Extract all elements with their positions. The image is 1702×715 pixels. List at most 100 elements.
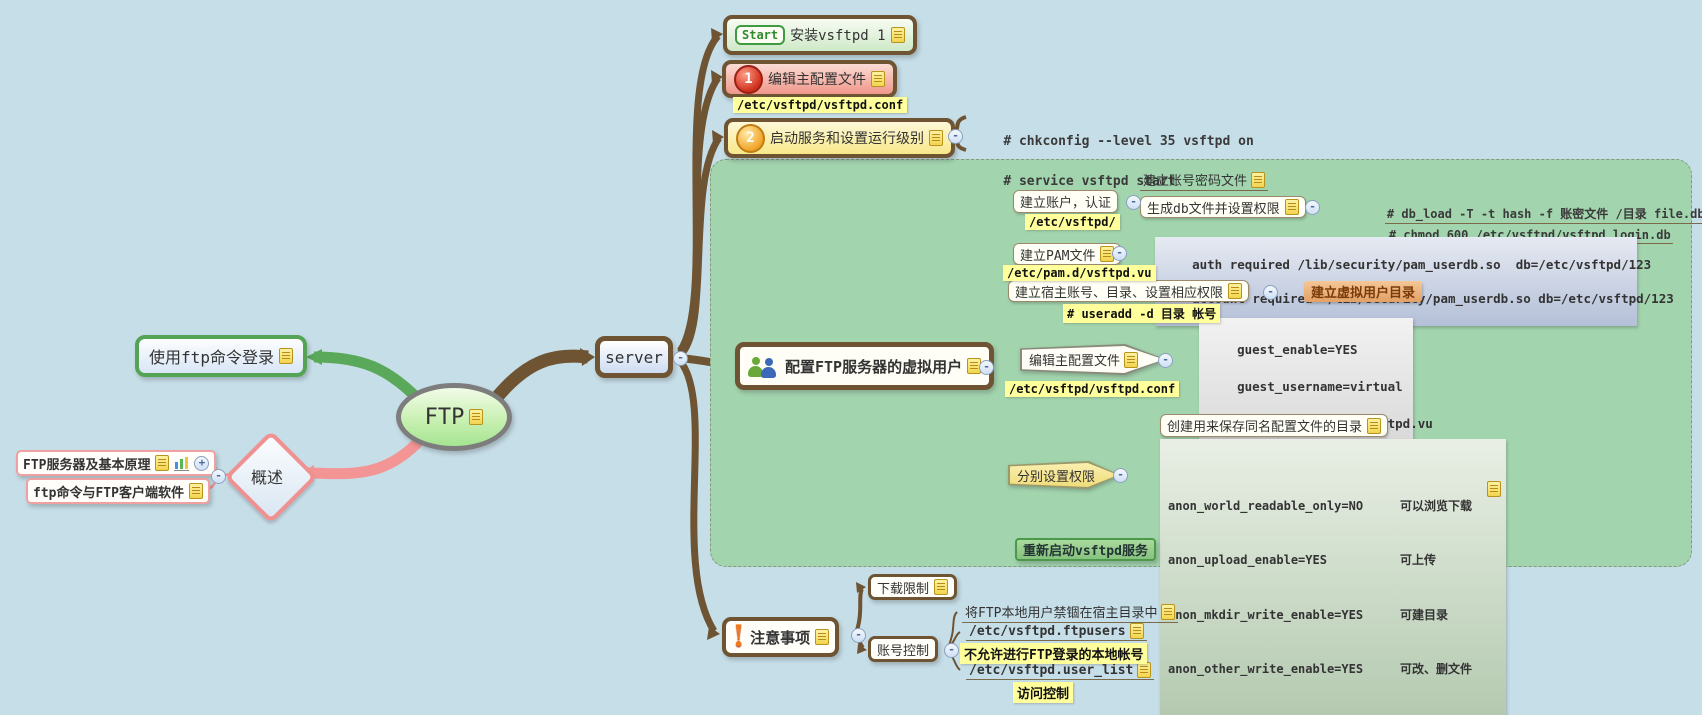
step-1-badge: 1: [734, 64, 763, 94]
chroot-note-label: 将FTP本地用户禁锢在宿主目录中: [965, 606, 1158, 621]
note-icon[interactable]: [1129, 623, 1144, 639]
collapse-toggle[interactable]: -: [1112, 246, 1127, 261]
pam-path-label: /etc/pam.d/vsftpd.vu: [1003, 265, 1156, 281]
install-label: 安装vsftpd 1: [790, 28, 886, 44]
edit-main-label: 编辑主配置文件: [1029, 354, 1121, 369]
root-node-ftp[interactable]: FTP: [396, 383, 512, 451]
collapse-toggle[interactable]: -: [944, 643, 959, 658]
edit-main-path-label: /etc/vsftpd/vsftpd.conf: [1005, 381, 1180, 397]
collapse-toggle[interactable]: -: [979, 360, 994, 375]
config-line: guest_username=virtual: [1237, 378, 1403, 394]
account-node[interactable]: 建立账户，认证: [1013, 190, 1119, 213]
download-limit-node[interactable]: 下载限制: [868, 574, 958, 600]
password-file-label: 建立账号密码文件: [1143, 174, 1248, 189]
permissions-node[interactable]: 分别设置权限: [1008, 461, 1120, 489]
expand-toggle[interactable]: +: [194, 455, 210, 471]
collapse-toggle[interactable]: -: [673, 351, 688, 366]
collapse-toggle[interactable]: -: [851, 628, 866, 643]
edit-step-label: 编辑主配置文件: [768, 72, 866, 88]
collapse-toggle[interactable]: -: [1126, 195, 1141, 210]
note-icon[interactable]: [1161, 603, 1176, 620]
dbload-command: # db_load -T -t hash -f 账密文件 /目录 file.db: [1356, 191, 1702, 238]
edit-main-node[interactable]: 编辑主配置文件: [1020, 344, 1166, 375]
ftpusers-node[interactable]: /etc/vsftpd.ftpusers: [966, 623, 1147, 641]
password-file-node[interactable]: 建立账号密码文件: [1140, 170, 1269, 191]
permissions-label: 分别设置权限: [1017, 469, 1096, 485]
collapse-toggle[interactable]: -: [211, 469, 226, 484]
restart-label: 重新启动vsftpd服务: [1023, 544, 1148, 559]
note-icon[interactable]: [469, 409, 484, 425]
note-icon[interactable]: [188, 483, 203, 499]
virtual-user-node[interactable]: 配置FTP服务器的虚拟用户: [735, 342, 995, 390]
config-line: guest_enable=YES: [1237, 341, 1358, 357]
edit-step-node[interactable]: 1 编辑主配置文件: [722, 60, 897, 98]
account-control-node[interactable]: 账号控制: [868, 636, 939, 662]
pam-config-line: auth required /lib/security/pam_userdb.s…: [1192, 257, 1652, 272]
note-icon[interactable]: [1487, 481, 1501, 497]
same-name-dir-node[interactable]: 创建用来保存同名配置文件的目录: [1160, 414, 1389, 437]
download-limit-label: 下载限制: [877, 581, 930, 597]
ftpcmd-node[interactable]: ftp命令与FTP客户端软件: [26, 478, 210, 504]
edit-step-path-label: /etc/vsftpd/vsftpd.conf: [733, 97, 908, 113]
note-icon[interactable]: [1367, 417, 1382, 434]
basics-label: FTP服务器及基本原理: [23, 457, 151, 473]
note-icon[interactable]: [1284, 199, 1299, 215]
ftpcmd-label: ftp命令与FTP客户端软件: [33, 485, 184, 501]
note-icon[interactable]: [1124, 351, 1139, 368]
note-icon[interactable]: [934, 579, 949, 595]
virtual-dir-label: 建立虚拟用户目录: [1311, 286, 1416, 301]
service-commands: # chkconfig --level 35 vsftpd on # servi…: [972, 112, 1253, 212]
host-account-label: 建立宿主账号、目录、设置相应权限: [1015, 285, 1224, 301]
collapse-toggle[interactable]: -: [1113, 468, 1128, 483]
exclamation-icon: !: [732, 619, 746, 654]
command-line: # db_load -T -t hash -f 账密文件 /目录 file.db: [1384, 205, 1702, 224]
main-branches: [300, 28, 967, 640]
server-node[interactable]: server: [595, 336, 673, 378]
chroot-note-node[interactable]: 将FTP本地用户禁锢在宿主目录中: [962, 602, 1179, 623]
note-icon[interactable]: [871, 71, 885, 87]
notes-node[interactable]: ! 注意事项: [722, 617, 840, 657]
collapse-toggle[interactable]: -: [1305, 200, 1320, 215]
note-icon[interactable]: [1228, 283, 1243, 299]
note-icon[interactable]: [890, 27, 905, 43]
note-icon[interactable]: [155, 455, 170, 471]
userlist-label: /etc/vsftpd.user_list: [969, 662, 1134, 678]
step-2-badge: 2: [736, 123, 765, 153]
collapse-toggle[interactable]: -: [1263, 285, 1278, 300]
note-icon[interactable]: [278, 348, 293, 364]
userlist-node[interactable]: /etc/vsftpd.user_list: [966, 662, 1155, 680]
note-icon[interactable]: [1137, 662, 1152, 678]
pam-label: 建立PAM文件: [1020, 248, 1096, 264]
note-icon[interactable]: [1251, 171, 1266, 188]
notes-label: 注意事项: [750, 628, 811, 647]
collapse-toggle[interactable]: -: [948, 129, 963, 144]
ftpusers-desc-label: 不允许进行FTP登录的本地帐号: [960, 643, 1148, 664]
host-account-node[interactable]: 建立宿主账号、目录、设置相应权限: [1008, 280, 1250, 302]
note-icon[interactable]: [815, 629, 830, 645]
service-step-label: 启动服务和设置运行级别: [770, 131, 924, 147]
userlist-desc-label: 访问控制: [1013, 682, 1074, 703]
root-label: FTP: [424, 404, 465, 430]
useradd-command-label: # useradd -d 目录 帐号: [1063, 304, 1221, 323]
account-path-label: /etc/vsftpd/: [1025, 214, 1120, 230]
service-step-node[interactable]: 2 启动服务和设置运行级别: [724, 118, 955, 158]
collapse-toggle[interactable]: -: [1158, 353, 1173, 368]
account-control-label: 账号控制: [877, 643, 930, 659]
login-label: 使用ftp命令登录: [149, 348, 274, 367]
note-icon[interactable]: [929, 130, 943, 146]
gendb-label: 生成db文件并设置权限: [1147, 201, 1280, 217]
login-node[interactable]: 使用ftp命令登录: [135, 335, 307, 377]
install-step-node[interactable]: Start 安装vsftpd 1: [723, 15, 917, 55]
virtual-dir-node[interactable]: 建立虚拟用户目录: [1304, 281, 1423, 302]
gendb-node[interactable]: 生成db文件并设置权限: [1140, 196, 1306, 218]
ftpusers-label: /etc/vsftpd.ftpusers: [969, 623, 1126, 639]
basics-node[interactable]: FTP服务器及基本原理 +: [16, 450, 217, 476]
virtual-user-label: 配置FTP服务器的虚拟用户: [785, 357, 963, 376]
restart-node[interactable]: 重新启动vsftpd服务: [1015, 538, 1156, 561]
pam-node[interactable]: 建立PAM文件: [1013, 243, 1122, 265]
